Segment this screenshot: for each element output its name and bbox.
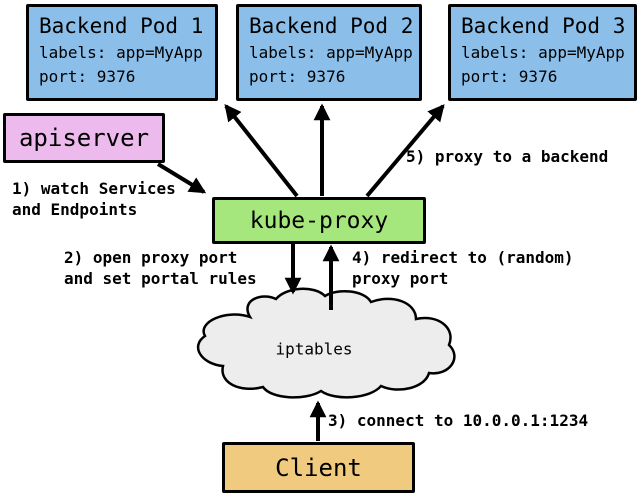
- annotation-step-4-line-1: 4) redirect to (random): [352, 248, 574, 267]
- annotation-step-2-line-1: 2) open proxy port: [64, 248, 238, 267]
- apiserver-box: apiserver: [3, 113, 165, 163]
- annotation-step-3-line-1: 3) connect to 10.0.0.1:1234: [328, 411, 589, 430]
- annotation-step-4-line-2: proxy port: [352, 269, 449, 288]
- annotation-step-1-line-2: and Endpoints: [12, 200, 138, 219]
- kube-proxy-box: kube-proxy: [212, 197, 426, 244]
- annotation-step-1: 1) watch Services and Endpoints: [12, 178, 176, 220]
- annotation-step-5-line-1: 5) proxy to a backend: [406, 147, 609, 166]
- annotation-step-3: 3) connect to 10.0.0.1:1234: [328, 410, 588, 431]
- arrow-apiserver-to-kube-proxy: [156, 162, 207, 194]
- pod-port: port: 9376: [461, 67, 558, 86]
- pod-title: Backend Pod 2: [249, 14, 414, 38]
- backend-pod-3-box: Backend Pod 3 labels: app=MyApp port: 93…: [448, 4, 637, 101]
- client-label: Client: [275, 453, 362, 482]
- kube-proxy-label: kube-proxy: [249, 207, 389, 234]
- iptables-label: iptables: [275, 339, 353, 359]
- client-box: Client: [222, 442, 415, 493]
- pod-labels: labels: app=MyApp: [461, 43, 625, 62]
- annotation-step-5: 5) proxy to a backend: [406, 146, 608, 167]
- pod-labels: labels: app=MyApp: [39, 43, 203, 62]
- iptables-cloud: [197, 287, 456, 399]
- pod-title: Backend Pod 1: [39, 14, 204, 38]
- pod-port: port: 9376: [249, 67, 346, 86]
- backend-pod-2-box: Backend Pod 2 labels: app=MyApp port: 93…: [236, 4, 422, 101]
- apiserver-label: apiserver: [18, 124, 150, 152]
- arrow-kube-proxy-to-pod-1: [224, 104, 299, 198]
- pod-title: Backend Pod 3: [461, 14, 626, 38]
- arrow-kube-proxy-to-pod-3: [365, 104, 445, 198]
- annotation-step-2-line-2: and set portal rules: [64, 269, 257, 288]
- annotation-step-4: 4) redirect to (random) proxy port: [352, 247, 574, 289]
- pod-labels: labels: app=MyApp: [249, 43, 413, 62]
- annotation-step-1-line-1: 1) watch Services: [12, 179, 176, 198]
- pod-port: port: 9376: [39, 67, 136, 86]
- backend-pod-1-box: Backend Pod 1 labels: app=MyApp port: 93…: [26, 4, 218, 101]
- annotation-step-2: 2) open proxy port and set portal rules: [64, 247, 257, 289]
